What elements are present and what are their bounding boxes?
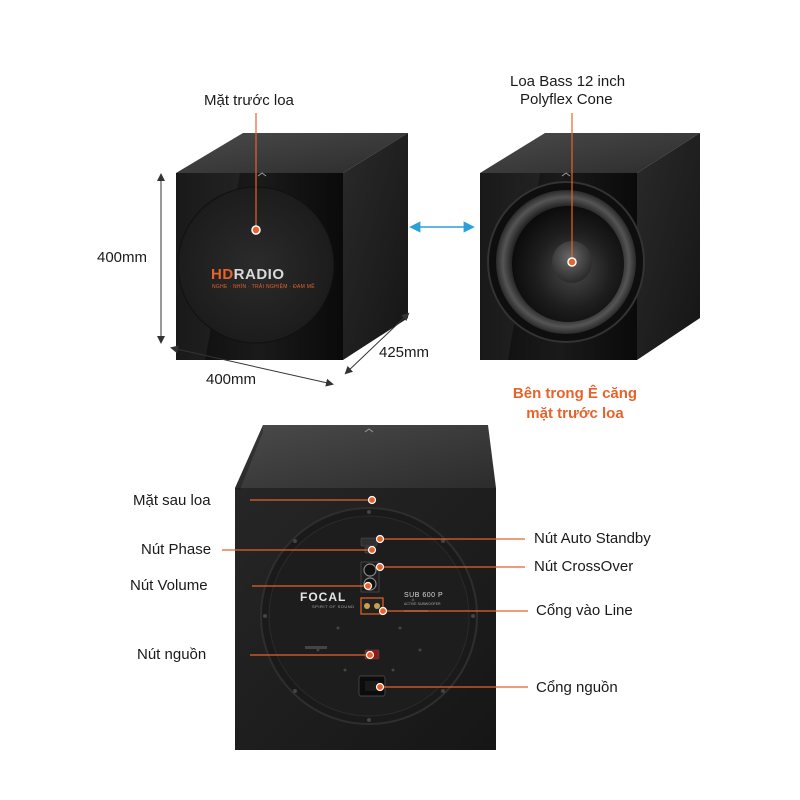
brand-tagline: SPIRIT OF SOUND bbox=[312, 604, 355, 609]
label-line-in: Cổng vào Line bbox=[536, 602, 633, 619]
inside-note-line1: Bên trong Ê căng bbox=[512, 385, 638, 402]
inside-speaker-cube bbox=[480, 133, 700, 360]
brand-logo: FOCAL bbox=[300, 590, 347, 604]
inside-note-line2: mặt trước loa bbox=[526, 405, 624, 422]
rear-speaker-cube bbox=[235, 425, 496, 750]
label-driver-line1: Loa Bass 12 inch bbox=[510, 73, 626, 90]
front-speaker-cube bbox=[176, 133, 408, 360]
label-crossover: Nút CrossOver bbox=[534, 558, 634, 575]
label-power-switch: Nút nguồn bbox=[137, 646, 207, 663]
label-rear-panel: Mặt sau loa bbox=[133, 492, 211, 509]
front-grille bbox=[178, 187, 334, 343]
dimension-width: 400mm bbox=[206, 371, 257, 388]
label-phase: Nút Phase bbox=[141, 541, 212, 558]
label-power-port: Cổng nguồn bbox=[536, 679, 618, 696]
dimension-height: 400mm bbox=[97, 249, 148, 266]
label-auto-standby: Nút Auto Standby bbox=[534, 530, 651, 547]
label-front-face: Mặt trước loa bbox=[204, 92, 294, 109]
dimension-depth: 425mm bbox=[379, 344, 430, 361]
inside-note: Bên trong Ê căng mặt trước loa bbox=[500, 384, 650, 424]
label-volume: Nút Volume bbox=[130, 577, 208, 594]
label-driver-line2: Polyflex Cone bbox=[520, 91, 613, 108]
model-name: SUB 600 P bbox=[404, 592, 444, 599]
model-subtitle: ACTIVE SUBWOOFER bbox=[404, 602, 441, 606]
watermark-tagline: NGHE · NHÌN · TRẢI NGHIỆM · ĐAM MÊ bbox=[212, 284, 315, 290]
watermark-logo: HDRADIO bbox=[211, 266, 285, 283]
